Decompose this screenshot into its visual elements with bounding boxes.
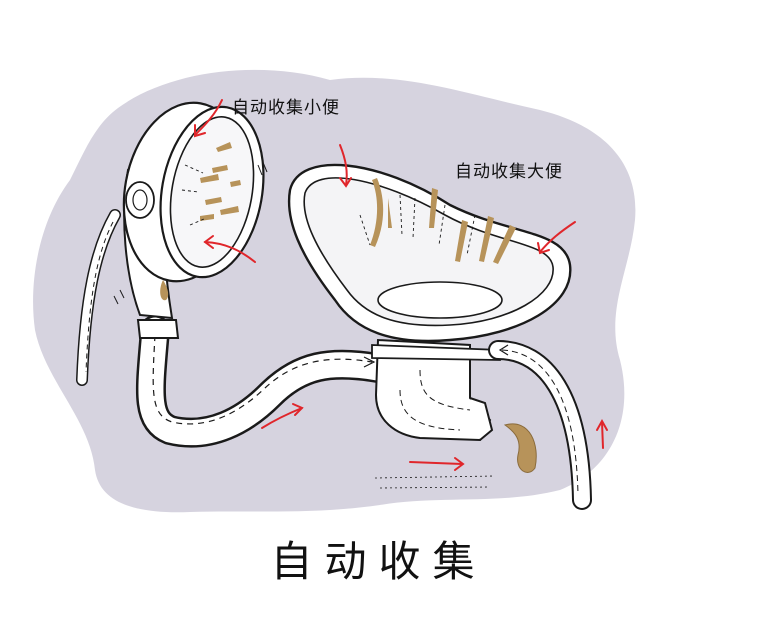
red-arrow [339, 144, 348, 186]
left-drain-hose [135, 315, 393, 448]
label-urine-collection: 自动收集小便 [232, 98, 340, 118]
red-arrow [194, 99, 223, 136]
red-arrow [539, 221, 576, 253]
waste-drop [503, 423, 537, 473]
urine-collector [122, 101, 265, 339]
right-drain-hose [488, 340, 592, 510]
waste-drop [160, 280, 169, 301]
red-arrow [261, 407, 303, 429]
urine-streaks [200, 142, 241, 221]
label-feces-collection: 自动收集大便 [455, 162, 563, 182]
red-arrow [204, 241, 256, 263]
flow-arrowhead [498, 344, 509, 356]
ground-marks [374, 475, 496, 489]
red-arrow [601, 421, 604, 449]
motion-marks [113, 159, 268, 305]
left-hanging-tube [76, 209, 121, 386]
bedpan [287, 163, 572, 442]
red-arrow [409, 461, 463, 465]
feces-streaks [370, 178, 516, 264]
red-flow-arrows [194, 99, 608, 471]
caption-title: 自动收集 [270, 537, 487, 586]
flow-arrowhead [363, 356, 376, 368]
